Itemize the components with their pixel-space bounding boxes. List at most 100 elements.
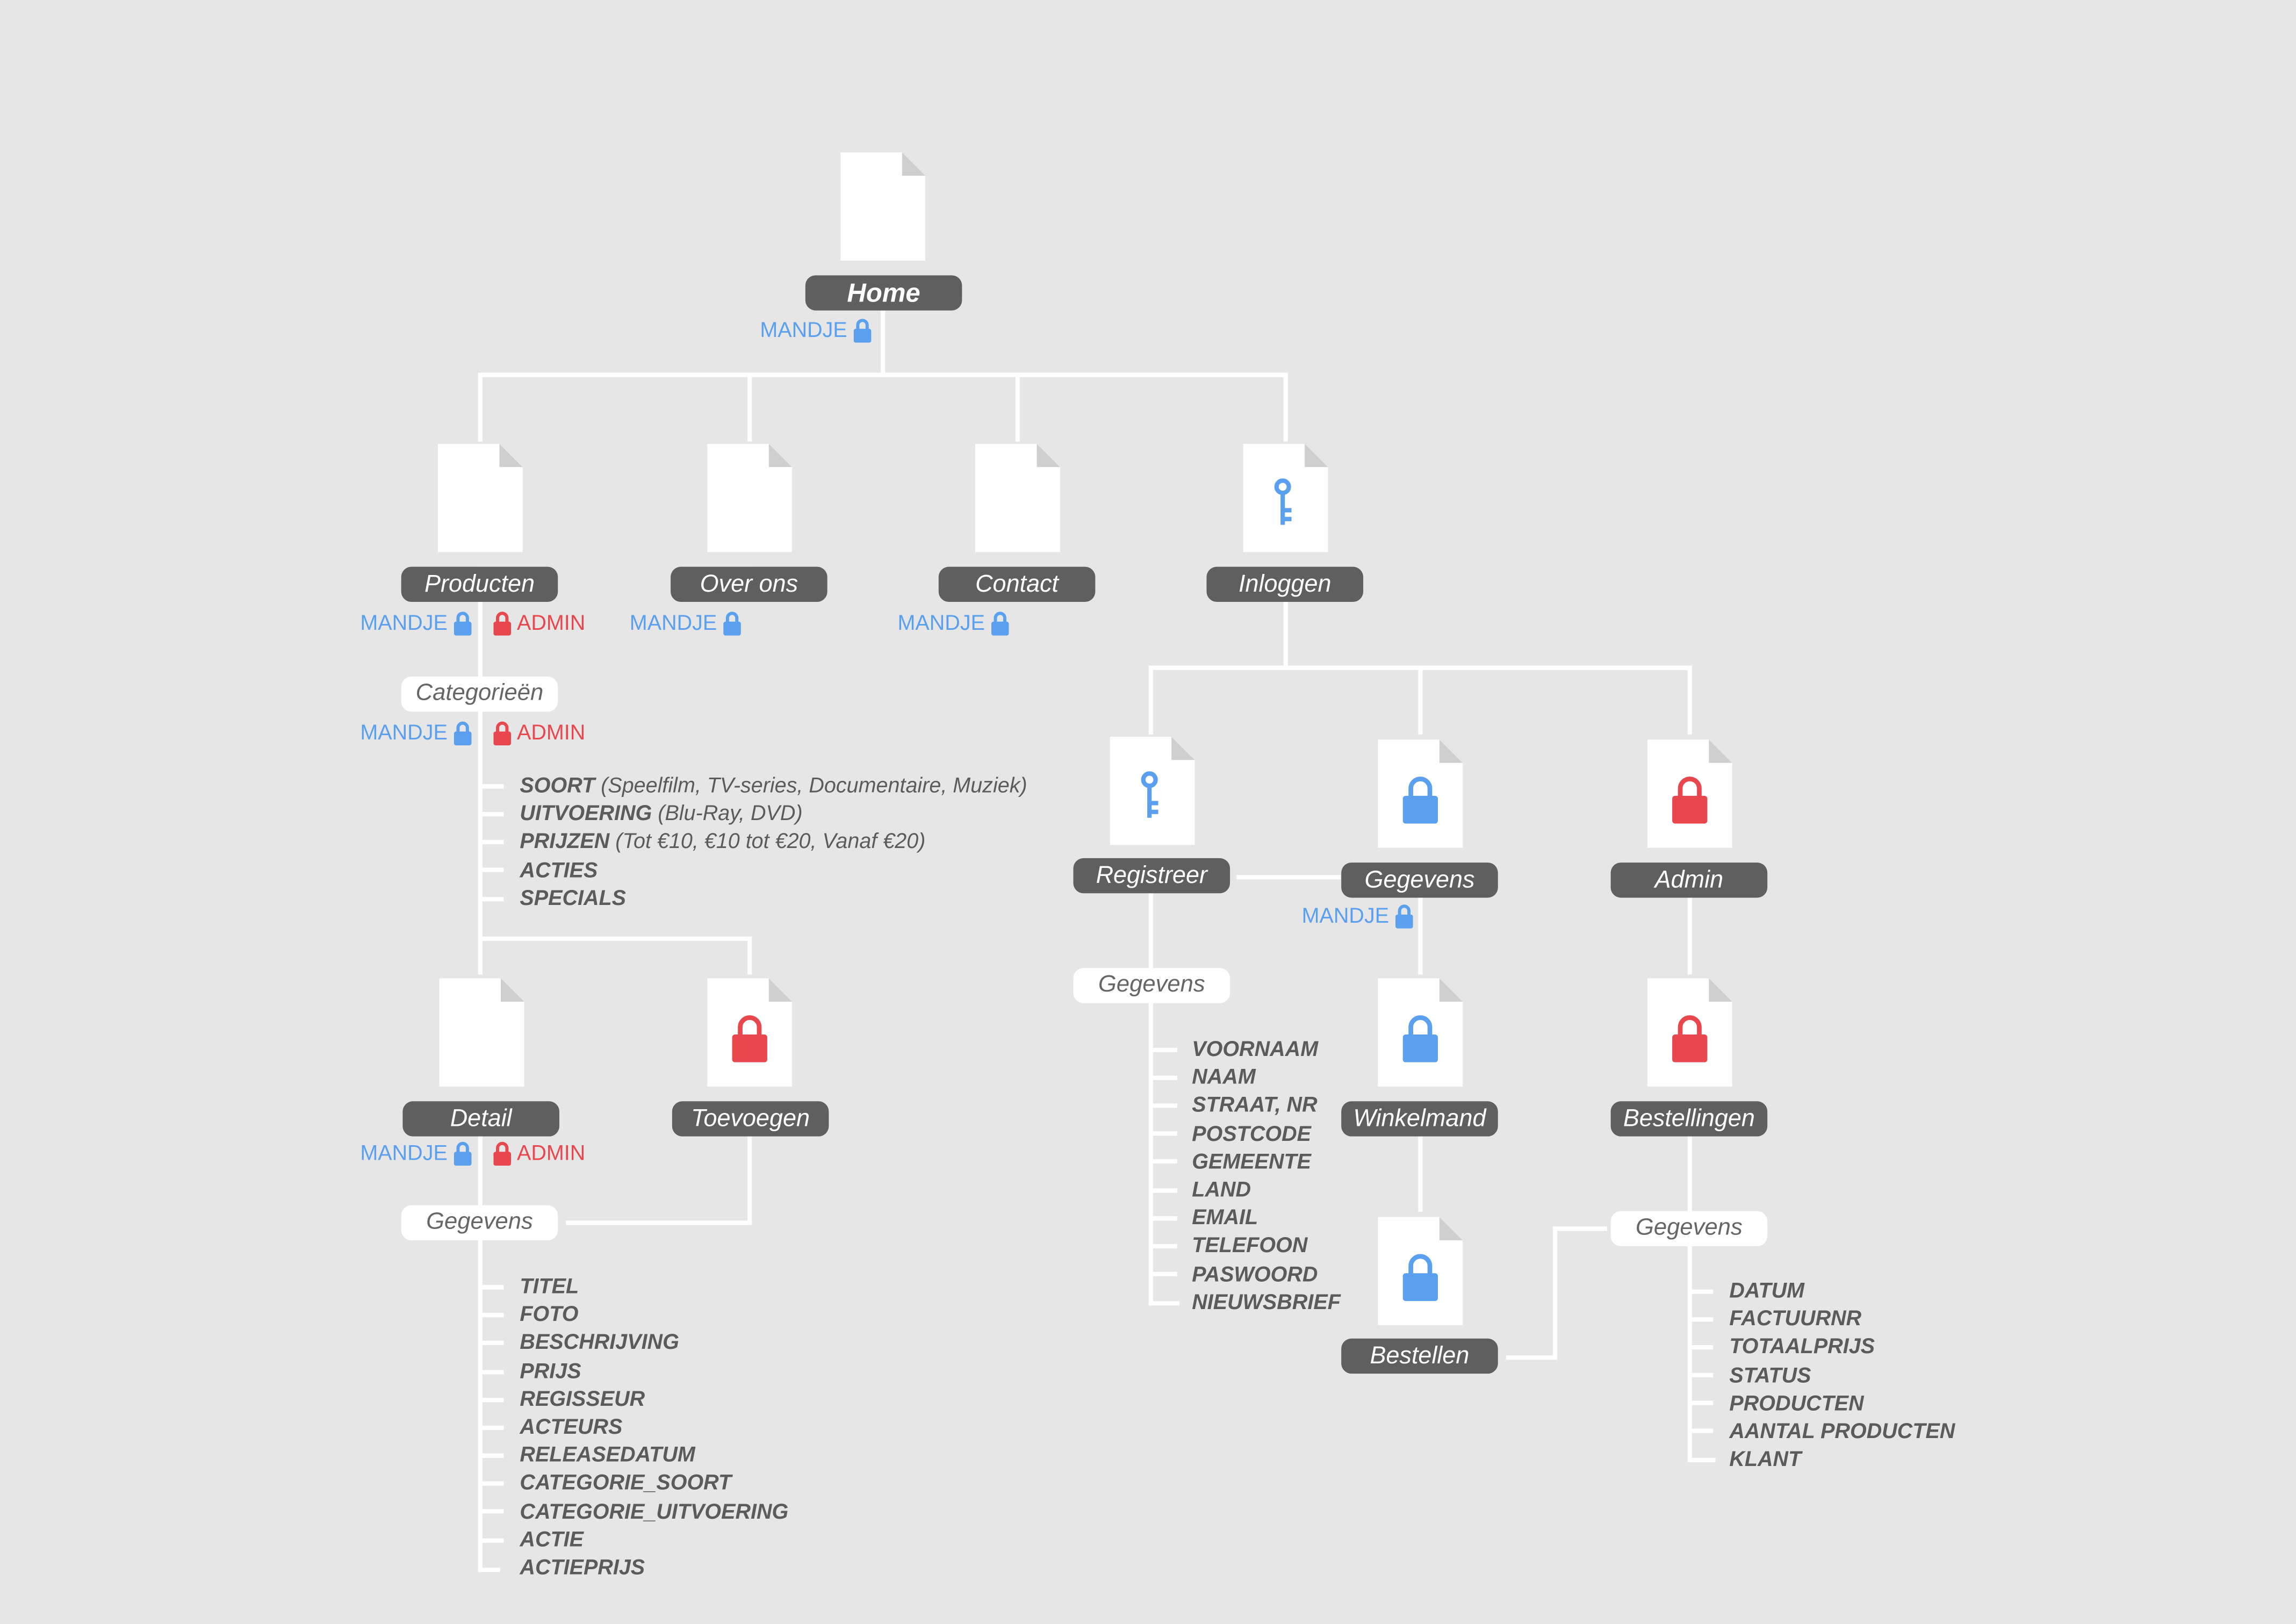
- toevoegen-page-icon: [707, 978, 793, 1087]
- detail-admin-role: ADMIN: [493, 1141, 585, 1166]
- inloggen-page-icon: [1243, 443, 1328, 552]
- bestellen-page-icon: [1378, 1217, 1463, 1326]
- list-item: CATEGORIE_UITVOERING: [520, 1500, 789, 1524]
- list-item: TITEL: [520, 1275, 579, 1299]
- lock-icon: [723, 612, 740, 636]
- mandje-role-label: MANDJE: [629, 611, 717, 635]
- list-item: RELEASEDATUM: [520, 1444, 695, 1468]
- list-item: SOORT (Speelfilm, TV-series, Documentair…: [520, 774, 1027, 799]
- list-item: UITVOERING (Blu-Ray, DVD): [520, 802, 803, 827]
- lock-icon: [990, 612, 1009, 636]
- mandje-role-label: MANDJE: [1301, 904, 1390, 928]
- categorieen-admin-role: ADMIN: [493, 721, 585, 746]
- mandje-role-label: MANDJE: [360, 721, 448, 745]
- producten-page-icon: [437, 443, 523, 552]
- list-item: TELEFOON: [1192, 1235, 1308, 1259]
- list-item: FOTO: [520, 1303, 579, 1327]
- over-ons-mandje-role: MANDJE: [629, 610, 740, 636]
- list-item: BESCHRIJVING: [520, 1332, 679, 1355]
- detail-page-icon: [439, 978, 524, 1087]
- list-item: PRIJZEN (Tot €10, €10 tot €20, Vanaf €20…: [520, 831, 926, 854]
- winkelmand-label[interactable]: Winkelmand: [1341, 1101, 1498, 1137]
- list-item: ACTEURS: [520, 1416, 623, 1440]
- categorieen-section-label: Categorieën: [401, 676, 558, 712]
- blue-lock-icon: [1402, 1015, 1438, 1062]
- winkelmand-page-icon: [1378, 978, 1463, 1087]
- contact-mandje-role: MANDJE: [897, 610, 1009, 636]
- list-item: PRODUCTEN: [1729, 1392, 1864, 1416]
- list-item: TOTAALPRIJS: [1729, 1336, 1875, 1360]
- home-page-icon: [840, 152, 926, 261]
- admin-role-label: ADMIN: [516, 1141, 586, 1165]
- list-item: DATUM: [1729, 1280, 1805, 1304]
- bestellingen-gegevens-section-label: Gegevens: [1610, 1211, 1768, 1247]
- lock-icon: [453, 612, 471, 636]
- admin-role-label: ADMIN: [516, 611, 586, 635]
- blue-lock-icon: [1402, 777, 1438, 824]
- lock-icon: [1394, 904, 1413, 929]
- registreer-label[interactable]: Registreer: [1073, 858, 1230, 894]
- list-item: GEMEENTE: [1192, 1151, 1311, 1174]
- list-item: CATEGORIE_SOORT: [520, 1472, 732, 1496]
- mandje-role-label: MANDJE: [360, 611, 448, 635]
- list-item: SPECIALS: [520, 887, 627, 911]
- list-item: VOORNAAM: [1192, 1038, 1319, 1062]
- producten-admin-role: ADMIN: [493, 610, 586, 636]
- list-item: FACTUURNR: [1729, 1308, 1862, 1332]
- producten-mandje-role: MANDJE: [360, 610, 471, 636]
- red-lock-icon: [1672, 777, 1708, 824]
- detail-label[interactable]: Detail: [402, 1101, 559, 1137]
- toevoegen-label[interactable]: Toevoegen: [672, 1101, 829, 1137]
- home-label[interactable]: Home: [805, 275, 962, 311]
- gegevens-label[interactable]: Gegevens: [1341, 863, 1498, 898]
- registreer-page-icon: [1110, 736, 1195, 845]
- producten-label[interactable]: Producten: [401, 566, 558, 602]
- admin-label[interactable]: Admin: [1610, 863, 1768, 898]
- list-item: STRAAT, NR: [1192, 1094, 1318, 1118]
- list-item: ACTIE: [520, 1528, 584, 1552]
- key-icon: [1141, 771, 1158, 818]
- list-item: POSTCODE: [1192, 1122, 1311, 1146]
- detail-gegevens-section-label: Gegevens: [401, 1205, 558, 1241]
- bestellingen-gegevens-list: DATUM FACTUURNR TOTAALPRIJS STATUS PRODU…: [1729, 1278, 1955, 1475]
- home-mandje-role: MANDJE: [760, 318, 871, 343]
- list-item: ACTIES: [520, 859, 598, 883]
- red-lock-icon: [732, 1015, 767, 1062]
- bestellingen-label[interactable]: Bestellingen: [1610, 1101, 1768, 1137]
- list-item: NAAM: [1192, 1066, 1256, 1090]
- list-item: ACTIEPRIJS: [520, 1556, 645, 1580]
- list-item: AANTAL PRODUCTEN: [1729, 1420, 1955, 1444]
- red-lock-icon: [1672, 1015, 1708, 1062]
- bestellingen-page-icon: [1647, 978, 1732, 1087]
- list-item: PASWOORD: [1192, 1263, 1318, 1287]
- over-ons-page-icon: [707, 443, 793, 552]
- list-item: REGISSEUR: [520, 1388, 645, 1412]
- key-icon: [1274, 478, 1292, 525]
- list-item: LAND: [1192, 1179, 1251, 1203]
- inloggen-label[interactable]: Inloggen: [1206, 566, 1364, 602]
- mandje-role-label: MANDJE: [360, 1141, 448, 1165]
- list-item: NIEUWSBRIEF: [1192, 1291, 1341, 1315]
- lock-icon: [453, 1141, 471, 1166]
- list-item: EMAIL: [1192, 1206, 1258, 1231]
- list-item: STATUS: [1729, 1364, 1811, 1388]
- lock-icon: [493, 1141, 512, 1166]
- mandje-role-label: MANDJE: [760, 318, 847, 342]
- registreer-gegevens-section-label: Gegevens: [1073, 968, 1230, 1003]
- contact-page-icon: [975, 443, 1060, 552]
- over-ons-label[interactable]: Over ons: [671, 566, 827, 602]
- lock-icon: [493, 721, 512, 746]
- detail-gegevens-list: TITEL FOTO BESCHRIJVING PRIJS REGISSEUR …: [520, 1274, 788, 1583]
- categorieen-mandje-role: MANDJE: [360, 721, 471, 746]
- mandje-role-label: MANDJE: [897, 611, 985, 635]
- detail-mandje-role: MANDJE: [360, 1141, 471, 1166]
- admin-page-icon: [1647, 739, 1732, 848]
- lock-icon: [453, 721, 471, 746]
- list-item: PRIJS: [520, 1360, 581, 1384]
- contact-label[interactable]: Contact: [938, 566, 1096, 602]
- lock-icon: [853, 319, 871, 343]
- bestellen-label[interactable]: Bestellen: [1341, 1338, 1498, 1374]
- registreer-gegevens-list: VOORNAAM NAAM STRAAT, NR POSTCODE GEMEEN…: [1192, 1037, 1341, 1318]
- gegevens-page-icon: [1378, 739, 1463, 848]
